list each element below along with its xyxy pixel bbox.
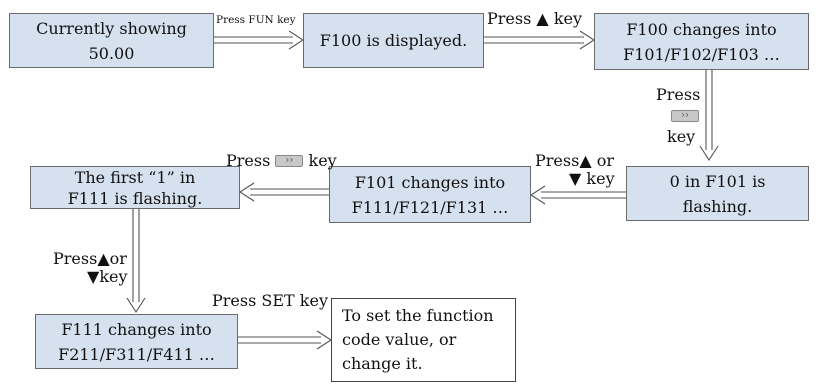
arrow-b4-b5 bbox=[529, 185, 626, 205]
label-shift2-key: key bbox=[308, 151, 337, 170]
box-b4-line-1: 0 in F101 is bbox=[669, 171, 766, 191]
box-b2-line-1: F100 is displayed. bbox=[319, 31, 468, 50]
label-press-shift-left: Press ›› key bbox=[226, 152, 337, 170]
label-shift-key: key bbox=[667, 127, 696, 146]
arrow-b6-b7 bbox=[126, 209, 146, 314]
label-updown1-key: key bbox=[586, 169, 615, 188]
down-arrow-icon: ▼ bbox=[569, 169, 582, 188]
label-updown2-key: key bbox=[99, 267, 128, 286]
up-arrow-icon: ▲ bbox=[97, 249, 110, 268]
box-f101-flashing: 0 in F101 is flashing. bbox=[626, 166, 809, 221]
arrow-b2-b3 bbox=[484, 30, 596, 50]
box-b1-line-1: Currently showing bbox=[36, 18, 187, 38]
box-b3-line-2: F101/F102/F103 … bbox=[623, 44, 780, 64]
box-f101-changes: F101 changes into F111/F121/F131 … bbox=[329, 166, 531, 223]
arrow-b3-b4 bbox=[699, 70, 719, 162]
label-press-up-key: Press ▲ key bbox=[487, 10, 582, 28]
arrow-b1-b2 bbox=[214, 30, 305, 50]
label-shift-press: Press bbox=[656, 85, 701, 104]
box-set-function-code: To set the function code value, or chang… bbox=[331, 298, 516, 382]
box-b6-line-2: F111 is flashing. bbox=[67, 188, 203, 208]
up-arrow-icon: ▲ bbox=[536, 9, 549, 28]
label-press-fun-key: Press FUN key bbox=[216, 14, 296, 26]
box-b1-line-2: 50.00 bbox=[88, 43, 135, 63]
label-press-up-press: Press bbox=[487, 9, 532, 28]
label-updown2-press: Press bbox=[53, 249, 98, 268]
box-currently-showing: Currently showing 50.00 bbox=[9, 13, 214, 68]
box-b6-line-1: The first “1” in bbox=[74, 167, 196, 187]
label-press-shift-right: Press ›› key bbox=[656, 84, 700, 147]
box-b3-line-1: F100 changes into bbox=[626, 19, 777, 39]
arrow-b7-b8 bbox=[238, 330, 333, 350]
shift-key-icon: ›› bbox=[275, 154, 304, 167]
label-press-set-key: Press SET key bbox=[212, 291, 328, 310]
box-b8-line-2: code value, or bbox=[342, 330, 457, 349]
up-arrow-icon: ▲ bbox=[579, 151, 592, 170]
box-b8-line-1: To set the function bbox=[342, 306, 494, 325]
label-shift2-press: Press bbox=[226, 151, 271, 170]
box-b4-line-2: flashing. bbox=[682, 196, 753, 216]
box-b7-line-2: F211/F311/F411 … bbox=[58, 344, 215, 364]
box-b5-line-1: F101 changes into bbox=[354, 172, 506, 192]
shift-key-icon: ›› bbox=[671, 109, 699, 122]
arrow-b5-b6 bbox=[238, 182, 329, 202]
box-f100-changes: F100 changes into F101/F102/F103 … bbox=[594, 13, 809, 70]
box-b7-line-1: F111 changes into bbox=[61, 319, 212, 339]
box-b8-line-3: change it. bbox=[342, 354, 423, 373]
down-arrow-icon: ▼ bbox=[87, 267, 100, 286]
box-b5-line-2: F111/F121/F131 … bbox=[351, 197, 509, 217]
box-f111-changes: F111 changes into F211/F311/F411 … bbox=[35, 314, 238, 369]
label-updown2-or: or bbox=[109, 249, 127, 268]
label-updown1-press: Press bbox=[535, 151, 580, 170]
box-f111-flashing: The first “1” in F111 is flashing. bbox=[30, 166, 240, 209]
label-updown1-or: or bbox=[596, 151, 614, 170]
label-press-updown-left: Press▲or ▼key bbox=[53, 250, 128, 286]
label-press-up-key-word: key bbox=[553, 9, 583, 28]
box-f100-displayed: F100 is displayed. bbox=[303, 13, 484, 68]
label-press-updown-middle: Press▲ or ▼ key bbox=[535, 152, 615, 188]
